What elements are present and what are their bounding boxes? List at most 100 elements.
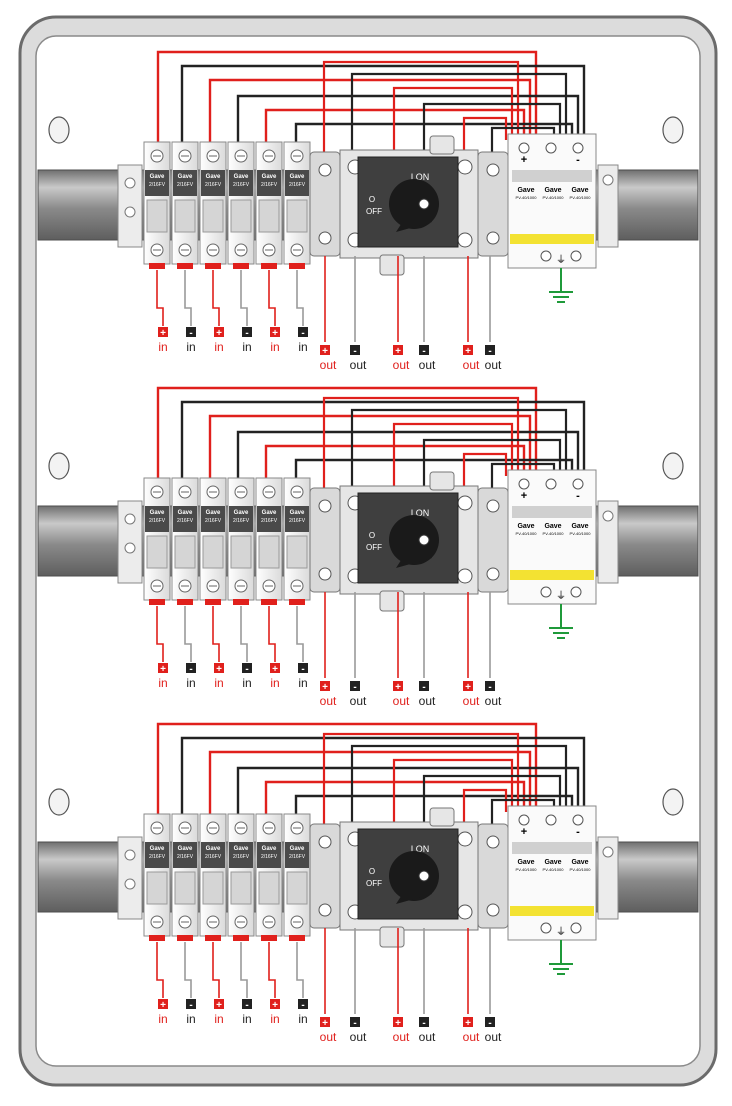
mcb-brand-text: Gave (262, 846, 277, 852)
spd-brand-text: Gave (571, 859, 588, 866)
mcb-rating-text: 2/16FV (289, 182, 306, 188)
mcb-red-clip (261, 935, 277, 941)
rotary-knob-handle (396, 876, 432, 904)
spd-ground-symbol: ⏚ (556, 254, 566, 266)
overhead-wire (208, 750, 532, 820)
polarity-symbol: - (422, 1018, 425, 1029)
polarity-symbol: + (322, 1018, 328, 1029)
spd-screw (518, 478, 530, 490)
terminal-screw (486, 231, 500, 245)
polarity-symbol: - (488, 682, 491, 693)
isolator-screw (457, 568, 473, 584)
link-wire (422, 774, 562, 828)
input-wire (156, 942, 164, 998)
mcb-label-band (173, 170, 197, 196)
mcb-red-clip (177, 935, 193, 941)
spd-model-text: PV-40/1000 (516, 195, 538, 200)
polarity-symbol: + (216, 1000, 222, 1011)
end-stop-screw (602, 510, 614, 522)
end-stop (597, 500, 619, 584)
rotary-knob-dot (418, 870, 430, 882)
end-stop-screw (124, 542, 136, 554)
input-wire (268, 942, 276, 998)
polarity-symbol: - (422, 682, 425, 693)
input-label: in (298, 1012, 307, 1026)
input-label: in (214, 1012, 223, 1026)
switch-off-o-label: O (369, 531, 375, 540)
terminal-screw (318, 231, 332, 245)
mcb-rating-text: 2/16FV (289, 854, 306, 860)
polarity-symbol: - (488, 346, 491, 357)
spd-model-text: PV-40/1000 (543, 531, 565, 536)
input-wire (268, 606, 276, 662)
mcb-label-band (229, 842, 253, 868)
spd-brand-text: Gave (571, 523, 588, 530)
polarity-symbol: - (488, 1018, 491, 1029)
spd-yellow-band (510, 570, 594, 580)
terminal-screw (486, 499, 500, 513)
spd-body (507, 805, 597, 941)
overhead-wire (180, 400, 586, 484)
mcb-label-band (285, 506, 309, 532)
rotary-knob-dot (418, 534, 430, 546)
polarity-badge-minus (350, 681, 360, 691)
isolator-tab (429, 135, 455, 155)
mcb-red-clip (205, 935, 221, 941)
output-label: out (485, 694, 502, 708)
polarity-badge-plus (158, 999, 168, 1009)
polarity-symbol: - (301, 664, 304, 675)
polarity-symbol: + (395, 1018, 401, 1029)
input-wire (240, 606, 248, 662)
spd-indicator-strip (512, 170, 592, 182)
polarity-symbol: + (160, 328, 166, 339)
mcb-red-clip (149, 599, 165, 605)
spd-ground-screw (570, 250, 582, 262)
mcb-brand-text: Gave (234, 846, 249, 852)
mcb-brand-text: Gave (234, 174, 249, 180)
mcb-rating-text: 2/16FV (289, 518, 306, 524)
polarity-badge-minus (485, 345, 495, 355)
mcb-label-band (285, 842, 309, 868)
spd-yellow-band (510, 906, 594, 916)
spd-model-text: PV-40/1000 (570, 531, 592, 536)
spd-plus-label: + (521, 154, 527, 166)
polarity-badge-minus (419, 681, 429, 691)
mcb-label-band (201, 170, 225, 196)
mcb-toggle-area (174, 535, 196, 569)
mcb-brand-text: Gave (178, 510, 193, 516)
input-wire (156, 606, 164, 662)
spd-yellow-band (510, 234, 594, 244)
mount-hole-right (662, 452, 684, 480)
isolator-tab (379, 590, 405, 612)
link-wire (350, 408, 568, 492)
terminal-screw (318, 835, 332, 849)
isolator-screw (457, 159, 473, 175)
mcb-label-band (257, 506, 281, 532)
polarity-badge-minus (186, 327, 196, 337)
polarity-symbol: - (245, 328, 248, 339)
terminal-screw (486, 835, 500, 849)
polarity-symbol: + (272, 664, 278, 675)
input-wire (296, 942, 304, 998)
input-label: in (270, 676, 279, 690)
mcb-brand-text: Gave (234, 510, 249, 516)
mcb-toggle-area (258, 199, 280, 233)
polarity-symbol: - (353, 346, 356, 357)
polarity-badge-minus (350, 345, 360, 355)
mcb-toggle-area (146, 871, 168, 905)
mcb-red-clip (289, 935, 305, 941)
isolator-tab (379, 254, 405, 276)
spd-body (507, 133, 597, 269)
mcb-rating-text: 2/16FV (149, 854, 166, 860)
polarity-badge-minus (419, 345, 429, 355)
spd-screw (545, 814, 557, 826)
polarity-symbol: + (322, 346, 328, 357)
spd-ground-screw (540, 586, 552, 598)
spd-brand-text: Gave (517, 523, 534, 530)
polarity-symbol: - (245, 1000, 248, 1011)
input-wire (156, 270, 164, 326)
